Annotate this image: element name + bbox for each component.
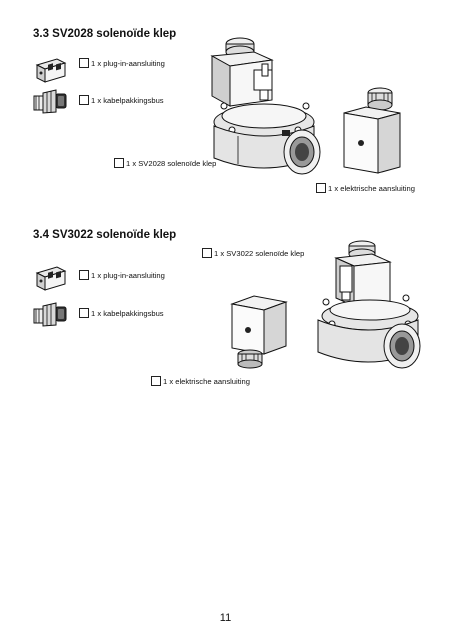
checkbox-plug-in[interactable]	[79, 58, 89, 68]
checkbox-plug-in-2[interactable]	[79, 270, 89, 280]
item-sv2028-valve: 1 x SV2028 solenoïde klep	[114, 158, 216, 168]
item-plug-in-connection: 1 x plug-in-aansluiting	[79, 58, 165, 68]
item-cable-gland-label: 1 x kabelpakkingsbus	[91, 95, 164, 105]
page-number: 11	[219, 612, 232, 624]
sv3022-valve-illustration	[317, 240, 421, 369]
item-electrical-connection-1: 1 x elektrische aansluiting	[316, 183, 415, 193]
item-sv2028-valve-label: 1 x SV2028 solenoïde klep	[126, 158, 217, 168]
item-sv3022-valve-label: 1 x SV3022 solenoïde klep	[214, 248, 305, 258]
item-plug-in-connection-2: 1 x plug-in-aansluiting	[79, 270, 165, 280]
item-electrical-1-label: 1 x elektrische aansluiting	[328, 183, 415, 193]
item-cable-gland: 1 x kabelpakkingsbus	[79, 95, 164, 105]
plug-in-connector-illustration	[35, 58, 67, 83]
checkbox-sv2028-valve[interactable]	[114, 158, 124, 168]
item-electrical-2-label: 1 x elektrische aansluiting	[163, 376, 250, 386]
checkbox-sv3022-valve[interactable]	[202, 248, 212, 258]
checkbox-cable-gland-2[interactable]	[79, 308, 89, 318]
item-cable-gland-2: 1 x kabelpakkingsbus	[79, 308, 164, 318]
cable-gland-illustration-2	[33, 302, 67, 327]
item-cable-gland-2-label: 1 x kabelpakkingsbus	[91, 308, 164, 318]
checkbox-electrical-1[interactable]	[316, 183, 326, 193]
sv2028-valve-illustration	[210, 37, 321, 175]
cable-gland-illustration	[33, 89, 67, 114]
item-sv3022-valve: 1 x SV3022 solenoïde klep	[202, 248, 304, 258]
section-33-title: 3.3 SV2028 solenoïde klep	[33, 28, 177, 40]
section-34-title: 3.4 SV3022 solenoïde klep	[33, 229, 177, 241]
item-plug-in-label: 1 x plug-in-aansluiting	[91, 58, 165, 68]
item-electrical-connection-2: 1 x elektrische aansluiting	[151, 376, 250, 386]
electrical-connection-illustration-2	[230, 295, 288, 369]
plug-in-connector-illustration-2	[35, 266, 67, 291]
checkbox-electrical-2[interactable]	[151, 376, 161, 386]
electrical-connection-illustration-1	[343, 87, 401, 174]
item-plug-in-2-label: 1 x plug-in-aansluiting	[91, 270, 165, 280]
checkbox-cable-gland[interactable]	[79, 95, 89, 105]
